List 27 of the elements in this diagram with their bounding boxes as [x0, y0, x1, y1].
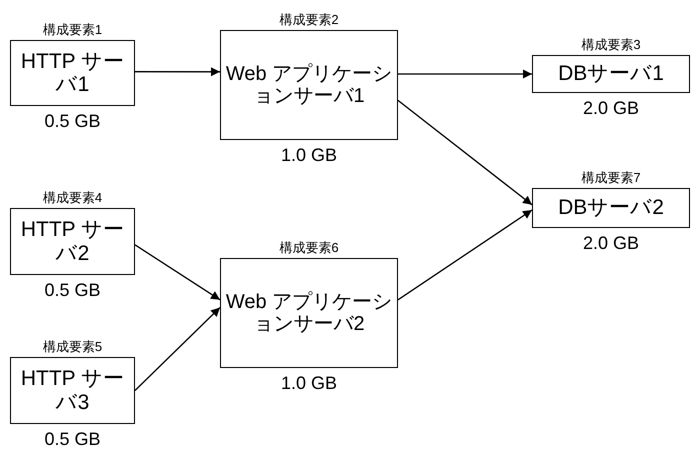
memory-size: 1.0 GB — [280, 145, 338, 166]
server-name: Web アプリケーションサーバ2 — [224, 291, 394, 335]
component-heading: 構成要素3 — [580, 36, 642, 54]
server-name: HTTP サーバ3 — [20, 367, 126, 414]
component-heading: 構成要素6 — [278, 239, 340, 257]
arrow — [134, 244, 220, 300]
server-name: DBサーバ2 — [558, 196, 664, 220]
arrow — [398, 209, 532, 300]
component-heading: 構成要素1 — [42, 21, 104, 39]
memory-size: 2.0 GB — [582, 98, 640, 119]
server-name: DBサーバ1 — [558, 62, 664, 86]
memory-size: 0.5 GB — [43, 111, 102, 132]
memory-size: 0.5 GB — [43, 280, 102, 301]
memory-size: 1.0 GB — [280, 373, 338, 394]
arrow — [134, 307, 220, 391]
arrow — [398, 100, 532, 206]
arrow — [135, 67, 220, 76]
server-name: Web アプリケーションサーバ1 — [224, 63, 394, 107]
arrow — [398, 70, 532, 78]
memory-size: 0.5 GB — [43, 429, 102, 450]
memory-size: 2.0 GB — [582, 233, 640, 254]
server-name: HTTP サーバ2 — [20, 218, 126, 265]
component-heading: 構成要素2 — [278, 11, 340, 29]
server-name: HTTP サーバ1 — [20, 50, 126, 96]
component-heading: 構成要素7 — [580, 169, 642, 187]
component-heading: 構成要素4 — [42, 189, 104, 207]
component-heading: 構成要素5 — [42, 338, 104, 356]
